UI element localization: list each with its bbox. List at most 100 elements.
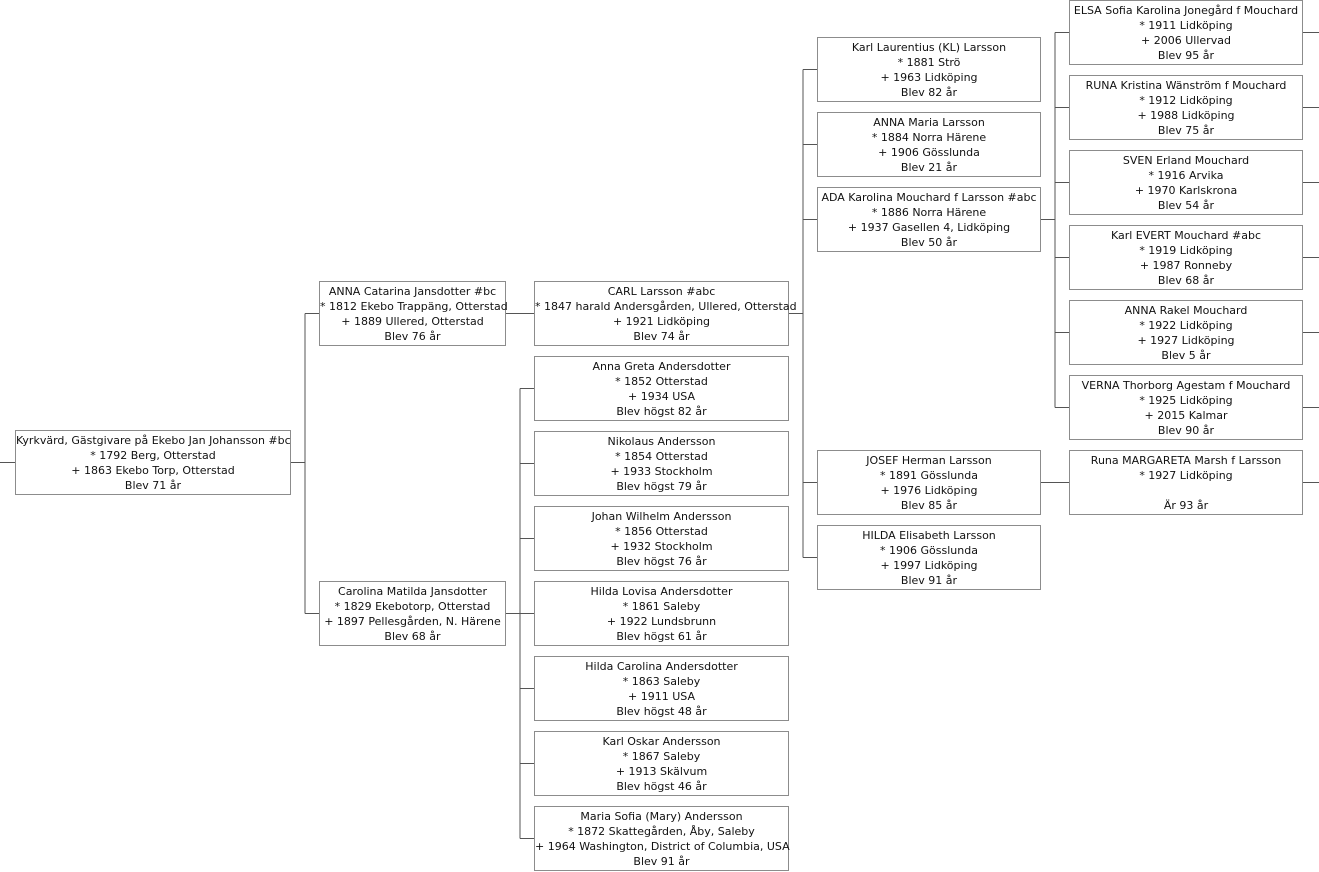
- person-name: Hilda Carolina Andersdotter: [585, 660, 738, 673]
- person-box-hilda-elisabeth[interactable]: HILDA Elisabeth Larsson* 1906 Gösslunda+…: [817, 525, 1041, 590]
- person-details: Hilda Carolina Andersdotter * 1863 Saleby…: [535, 659, 788, 719]
- birth-line: * 1911 Lidköping: [1139, 19, 1233, 32]
- person-box-sven[interactable]: SVEN Erland Mouchard* 1916 Arvika+ 1970 …: [1069, 150, 1303, 215]
- death-line: + 1911 USA: [628, 690, 695, 703]
- birth-line: * 1863 Saleby: [622, 675, 701, 688]
- person-details: Runa MARGARETA Marsh f Larsson * 1927 Lid…: [1070, 453, 1302, 513]
- person-name: Anna Greta Andersdotter: [592, 360, 731, 373]
- death-line: + 1863 Ekebo Torp, Otterstad: [71, 464, 235, 477]
- birth-line: * 1854 Otterstad: [615, 450, 708, 463]
- age-line: Blev 54 år: [1157, 199, 1215, 212]
- person-box-carl[interactable]: CARL Larsson #abc* 1847 harald Andersgår…: [534, 281, 797, 346]
- birth-line: * 1829 Ekebotorp, Otterstad: [334, 600, 491, 613]
- age-line: Blev 95 år: [1157, 49, 1215, 62]
- birth-line: * 1856 Otterstad: [615, 525, 708, 538]
- person-box-anna-catarina[interactable]: ANNA Catarina Jansdotter #bc* 1812 Ekebo…: [319, 281, 508, 346]
- death-line: + 1933 Stockholm: [610, 465, 713, 478]
- person-name: Carolina Matilda Jansdotter: [338, 585, 487, 598]
- death-line: + 1922 Lundsbrunn: [606, 615, 717, 628]
- person-box-johan[interactable]: Kyrkvärd, Gästgivare på Ekebo Jan Johans…: [15, 430, 291, 495]
- person-box-karl-evert[interactable]: Karl EVERT Mouchard #abc * 1919 Lidköping…: [1069, 225, 1303, 290]
- death-line: + 1906 Gösslunda: [878, 146, 980, 159]
- age-line: Blev 91 år: [633, 855, 690, 868]
- person-details: ANNA Maria Larsson* 1884 Norra Härene+ 1…: [818, 115, 1040, 175]
- person-box-anna-rakel[interactable]: ANNA Rakel Mouchard * 1922 Lidköping + 192…: [1069, 300, 1303, 365]
- person-box-josef[interactable]: JOSEF Herman Larsson* 1891 Gösslunda+ 19…: [817, 450, 1041, 515]
- death-line: + 1921 Lidköping: [612, 315, 711, 328]
- person-name: ADA Karolina Mouchard f Larsson #abc: [821, 191, 1037, 204]
- person-name: ANNA Catarina Jansdotter #bc: [328, 285, 497, 298]
- person-box-anna-maria[interactable]: ANNA Maria Larsson* 1884 Norra Härene+ 1…: [817, 112, 1041, 177]
- person-name: Runa MARGARETA Marsh f Larsson: [1090, 454, 1282, 467]
- age-line: Blev 5 år: [1161, 349, 1211, 362]
- age-line: Blev 68 år: [1157, 274, 1215, 287]
- death-line: + 1927 Lidköping: [1137, 334, 1235, 347]
- person-box-ada[interactable]: ADA Karolina Mouchard f Larsson #abc* 18…: [817, 187, 1041, 252]
- person-details: Maria Sofia (Mary) Andersson* 1872 Skatt…: [535, 809, 790, 869]
- age-line: Blev högst 76 år: [616, 555, 707, 568]
- person-box-karl-oskar[interactable]: Karl Oskar Andersson* 1867 Saleby+ 1913 …: [534, 731, 789, 796]
- person-name: Kyrkvärd, Gästgivare på Ekebo Jan Johans…: [16, 434, 291, 447]
- person-box-johan-wilhelm[interactable]: Johan Wilhelm Andersson* 1856 Otterstad+…: [534, 506, 789, 571]
- person-details: ANNA Rakel Mouchard * 1922 Lidköping + 192…: [1070, 303, 1302, 363]
- person-box-elsa[interactable]: ELSA Sofia Karolina Jonegård f Mouchard *…: [1069, 0, 1303, 65]
- person-details: VERNA Thorborg Agestam f Mouchard* 1925 …: [1070, 378, 1302, 438]
- death-line: + 1987 Ronneby: [1139, 259, 1233, 272]
- death-line: + 1934 USA: [628, 390, 695, 403]
- person-box-carolina-matilda[interactable]: Carolina Matilda Jansdotter * 1829 Ekebot…: [319, 581, 506, 646]
- person-name: CARL Larsson #abc: [607, 285, 716, 298]
- death-line: + 1970 Karlskrona: [1134, 184, 1238, 197]
- person-box-karl-laurentius[interactable]: Karl Laurentius (KL) Larsson* 1881 Strö+…: [817, 37, 1041, 102]
- age-line: Blev 76 år: [384, 330, 441, 343]
- person-name: Hilda Lovisa Andersdotter: [590, 585, 733, 598]
- age-line: Blev 91 år: [900, 574, 958, 587]
- person-box-hilda-lovisa[interactable]: Hilda Lovisa Andersdotter* 1861 Saleby+ …: [534, 581, 789, 646]
- birth-line: * 1922 Lidköping: [1139, 319, 1233, 332]
- birth-line: * 1906 Gösslunda: [880, 544, 978, 557]
- death-line: + 1913 Skälvum: [615, 765, 708, 778]
- person-box-verna[interactable]: VERNA Thorborg Agestam f Mouchard* 1925 …: [1069, 375, 1303, 440]
- death-line: + 2006 Ullervad: [1141, 34, 1231, 47]
- person-details: Karl Laurentius (KL) Larsson* 1881 Strö+…: [818, 40, 1040, 100]
- birth-line: * 1867 Saleby: [622, 750, 701, 763]
- person-details: RUNA Kristina Wänström f Mouchard* 1912 …: [1070, 78, 1302, 138]
- age-line: Blev högst 46 år: [616, 780, 707, 793]
- birth-line: * 1927 Lidköping: [1139, 469, 1233, 482]
- age-line: Blev 50 år: [900, 236, 958, 249]
- age-line: Blev 85 år: [900, 499, 958, 512]
- death-line: + 1889 Ullered, Otterstad: [341, 315, 484, 328]
- age-line: Blev 75 år: [1157, 124, 1215, 137]
- age-line: Blev 82 år: [900, 86, 958, 99]
- person-details: HILDA Elisabeth Larsson* 1906 Gösslunda+…: [818, 528, 1040, 588]
- birth-line: * 1792 Berg, Otterstad: [90, 449, 216, 462]
- person-box-runa-margareta[interactable]: Runa MARGARETA Marsh f Larsson * 1927 Lid…: [1069, 450, 1303, 515]
- death-line: + 1937 Gasellen 4, Lidköping: [847, 221, 1011, 234]
- person-details: ANNA Catarina Jansdotter #bc* 1812 Ekebo…: [320, 284, 508, 344]
- person-box-hilda-carolina[interactable]: Hilda Carolina Andersdotter * 1863 Saleby…: [534, 656, 789, 721]
- person-name: Karl EVERT Mouchard #abc: [1110, 229, 1262, 242]
- age-line: Blev 68 år: [384, 630, 441, 643]
- birth-line: * 1919 Lidköping: [1139, 244, 1233, 257]
- death-line: + 1897 Pellesgården, N. Härene: [324, 615, 501, 628]
- death-line: + 1963 Lidköping: [880, 71, 978, 84]
- person-box-maria-sofia[interactable]: Maria Sofia (Mary) Andersson* 1872 Skatt…: [534, 806, 790, 871]
- age-line: Är 93 år: [1163, 499, 1209, 512]
- birth-line: * 1891 Gösslunda: [880, 469, 978, 482]
- person-name: SVEN Erland Mouchard: [1122, 154, 1250, 167]
- death-line: + 2015 Kalmar: [1144, 409, 1228, 422]
- birth-line: * 1881 Strö: [897, 56, 961, 69]
- person-details: Hilda Lovisa Andersdotter* 1861 Saleby+ …: [535, 584, 788, 644]
- death-line: + 1988 Lidköping: [1137, 109, 1235, 122]
- person-box-anna-greta[interactable]: Anna Greta Andersdotter* 1852 Otterstad+…: [534, 356, 789, 421]
- person-details: Anna Greta Andersdotter* 1852 Otterstad+…: [535, 359, 788, 419]
- person-name: ANNA Rakel Mouchard: [1124, 304, 1248, 317]
- person-details: Kyrkvärd, Gästgivare på Ekebo Jan Johans…: [16, 433, 291, 493]
- person-name: ELSA Sofia Karolina Jonegård f Mouchard: [1073, 4, 1299, 17]
- person-box-runa-kristina[interactable]: RUNA Kristina Wänström f Mouchard* 1912 …: [1069, 75, 1303, 140]
- person-name: VERNA Thorborg Agestam f Mouchard: [1081, 379, 1291, 392]
- age-line: Blev högst 79 år: [616, 480, 707, 493]
- birth-line: * 1912 Lidköping: [1139, 94, 1233, 107]
- age-line: Blev 74 år: [633, 330, 690, 343]
- person-box-nikolaus[interactable]: Nikolaus Andersson* 1854 Otterstad+ 1933…: [534, 431, 789, 496]
- person-details: Carolina Matilda Jansdotter * 1829 Ekebot…: [320, 584, 505, 644]
